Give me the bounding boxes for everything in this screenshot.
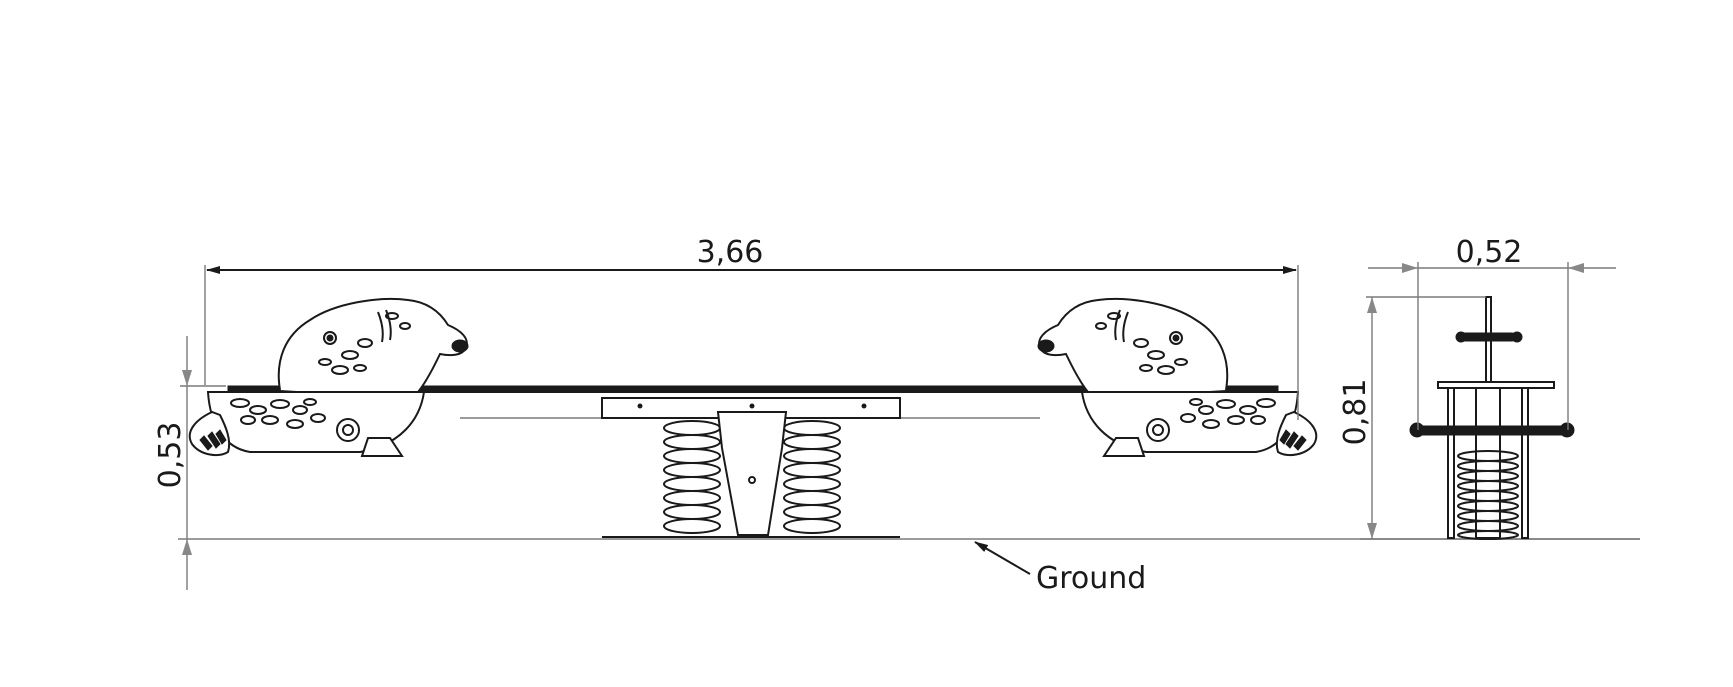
side-handle-top <box>1461 332 1516 342</box>
spring-left <box>663 420 721 534</box>
front-view: 3,66 0,53 Ground <box>153 235 1640 596</box>
length-dimension-label: 3,66 <box>697 235 764 270</box>
seat-height-dimension-label: 0,53 <box>153 422 188 489</box>
ground-leader-line <box>974 541 1031 575</box>
height-dimension-label: 0,81 <box>1338 379 1373 446</box>
ground-label: Ground <box>1036 561 1146 596</box>
center-post <box>716 411 788 536</box>
seal-seat-right <box>1037 297 1318 457</box>
width-dimension-label: 0,52 <box>1456 235 1523 270</box>
seal-seat-left <box>188 297 469 457</box>
side-view: 0,52 0,81 <box>1338 235 1640 540</box>
side-handle-lower <box>1417 425 1567 436</box>
spring-right <box>783 420 841 534</box>
side-spring <box>1457 450 1519 540</box>
